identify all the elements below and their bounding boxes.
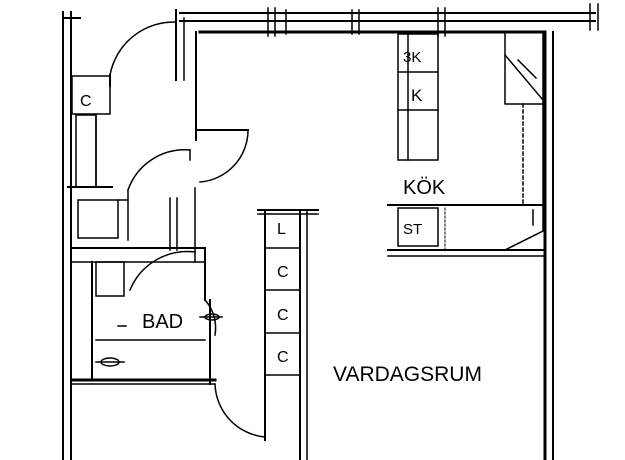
wardrobe-upper-label: C: [80, 93, 92, 110]
closet-2-label: C: [277, 307, 289, 324]
shower-icon: [199, 313, 223, 321]
hall-cupboard: [77, 187, 196, 263]
bathroom-walls: [70, 247, 217, 385]
bathroom-door: [129, 250, 266, 441]
cabinet-3k-label: 3K: [403, 49, 421, 66]
hall-door: [127, 129, 249, 191]
stove-label: ST: [403, 221, 422, 238]
linen-closet-label: L: [277, 221, 286, 238]
entrance-door: [109, 21, 177, 87]
cabinet-k-label: K: [411, 86, 423, 105]
closet-3-label: C: [277, 349, 289, 366]
closets: [257, 209, 319, 460]
kitchen-counter: [387, 204, 547, 257]
exterior-walls: [62, 9, 596, 460]
fridge: [503, 31, 545, 231]
bathroom-label: BAD: [142, 311, 183, 333]
washbasin-icon: [95, 357, 125, 367]
living-room-label: VARDAGSRUM: [333, 363, 482, 386]
wardrobe-upper: [67, 75, 113, 188]
window-marks: [267, 3, 599, 37]
kitchen-label: KÖK: [403, 177, 446, 199]
closet-1-label: C: [277, 264, 289, 281]
kitchen-cabinets: [397, 33, 439, 161]
